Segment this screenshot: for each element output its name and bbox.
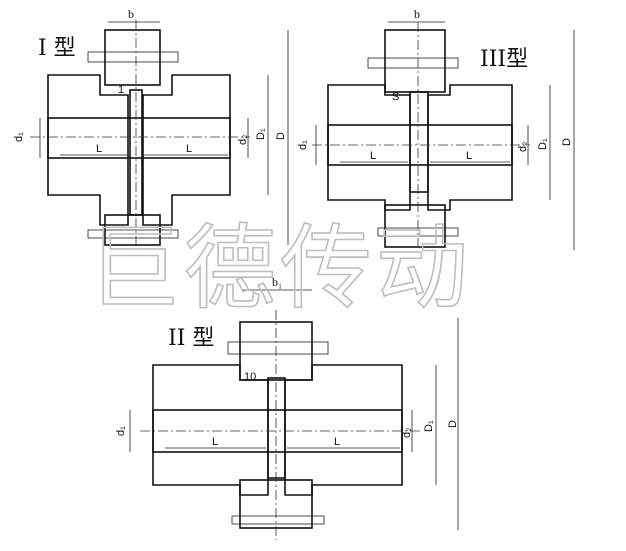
type2-title: II 型 bbox=[168, 326, 214, 351]
type1-d2-label: d₂ bbox=[237, 135, 249, 145]
type1-d1-label: d₁ bbox=[13, 132, 25, 142]
type1-title: I 型 bbox=[38, 36, 76, 61]
type1-L-left: L bbox=[96, 143, 102, 155]
type1-D-label: D bbox=[275, 132, 287, 140]
type1-b-label: b bbox=[128, 7, 134, 21]
type2-gap-label: 10 bbox=[244, 371, 256, 383]
watermark-text: 巨德传动 bbox=[88, 215, 472, 322]
type2-D1-label: D₁ bbox=[423, 420, 435, 432]
dimension-lines bbox=[39, 21, 575, 530]
type3-b-label: b bbox=[414, 7, 420, 21]
type1-D1-label: D₁ bbox=[255, 128, 267, 140]
type2-L-left: L bbox=[212, 436, 218, 448]
type3-D-label: D bbox=[561, 138, 573, 146]
type3-D1-label: D₁ bbox=[537, 138, 549, 150]
type2-coupling bbox=[140, 310, 420, 540]
type2-b1-label: b₁ bbox=[272, 275, 282, 289]
type2-d1-label: d₁ bbox=[115, 426, 127, 436]
type1-L-right: L bbox=[186, 143, 192, 155]
type1-coupling bbox=[30, 20, 250, 250]
type3-coupling bbox=[312, 22, 530, 252]
type1-gap-label: 1 bbox=[118, 84, 124, 96]
type2-d2-label: d₂ bbox=[401, 428, 413, 438]
type3-L-left: L bbox=[370, 150, 376, 162]
type3-L-right: L bbox=[466, 150, 472, 162]
type3-d2-label: d₂ bbox=[517, 142, 529, 152]
type2-L-right: L bbox=[334, 436, 340, 448]
type2-D-label: D bbox=[447, 420, 459, 428]
type3-title: III型 bbox=[480, 47, 528, 72]
type3-gap-label: S bbox=[392, 91, 399, 103]
type3-d1-label: d₁ bbox=[297, 140, 309, 150]
